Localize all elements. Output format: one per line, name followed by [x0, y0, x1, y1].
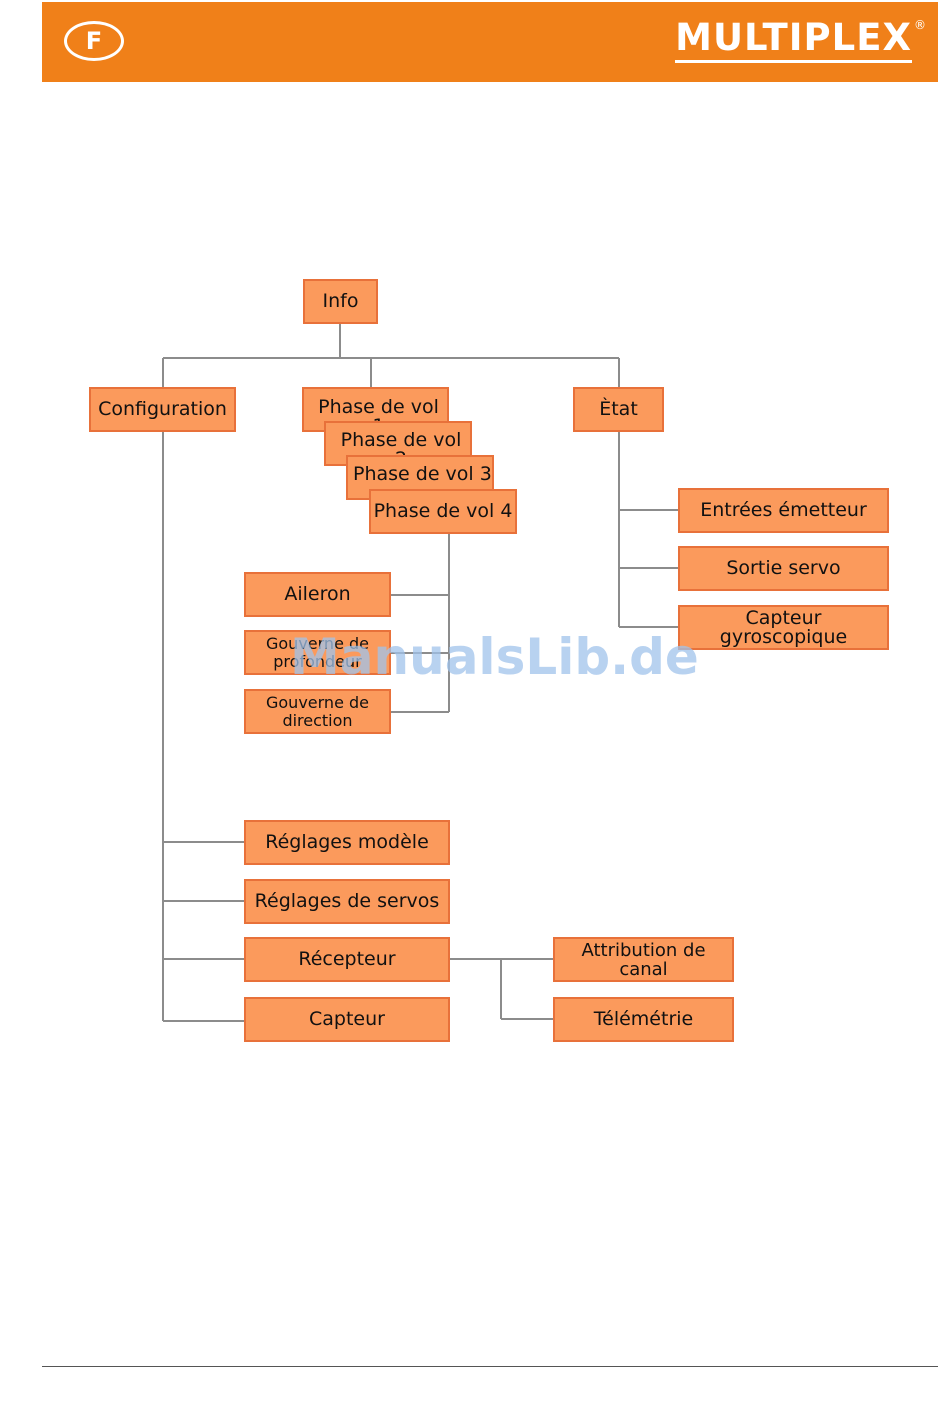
node-recepteur: Récepteur [244, 937, 450, 982]
node-etat: Ètat [573, 387, 664, 432]
footer-rule [42, 1366, 938, 1367]
multiplex-logo: MULTIPLEX [675, 16, 912, 63]
node-telemetrie: Télémétrie [553, 997, 734, 1042]
node-aileron: Aileron [244, 572, 391, 617]
node-reglages-servos: Réglages de servos [244, 879, 450, 924]
node-info: Info [303, 279, 378, 324]
node-reglages-modele: Réglages modèle [244, 820, 450, 865]
node-phase-4: Phase de vol 4 [369, 489, 517, 534]
language-badge: F [64, 21, 124, 61]
registered-mark: ® [914, 18, 926, 32]
node-capteur-gyroscopique: Capteur gyroscopique [678, 605, 889, 650]
node-sortie-servo: Sortie servo [678, 546, 889, 591]
node-capteur: Capteur [244, 997, 450, 1042]
node-gouverne-profondeur: Gouverne de profondeur [244, 630, 391, 675]
node-attribution-canal: Attribution de canal [553, 937, 734, 982]
page-header: F MULTIPLEX ® [42, 2, 938, 82]
node-configuration: Configuration [89, 387, 236, 432]
node-entrees-emetteur: Entrées émetteur [678, 488, 889, 533]
node-gouverne-direction: Gouverne de direction [244, 689, 391, 734]
